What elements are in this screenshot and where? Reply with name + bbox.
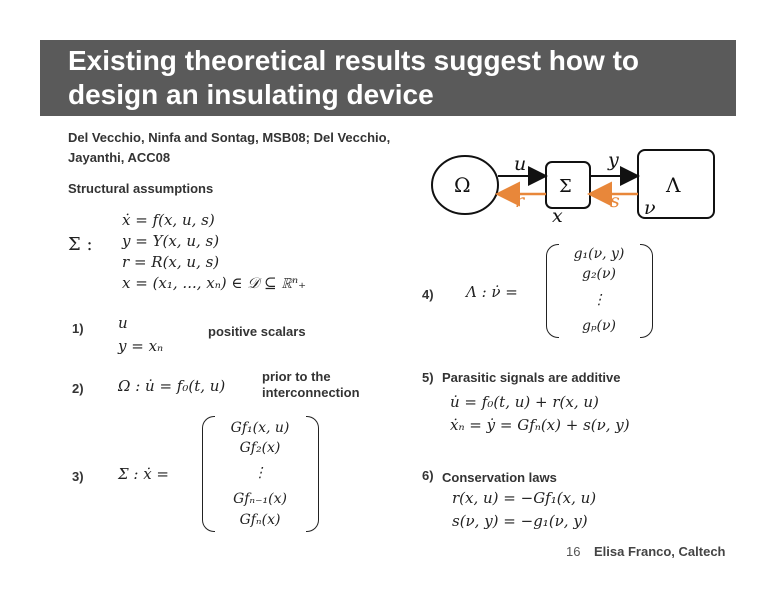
item-2-eq: Ω : u̇ = f₀(t, u) <box>118 377 226 395</box>
item-3-number: 3) <box>72 469 84 484</box>
citation: Del Vecchio, Ninfa and Sontag, MSB08; De… <box>68 130 391 165</box>
item-3-row-3: ⋮ <box>253 465 267 481</box>
item-3-lhs: Σ : ẋ = <box>118 465 169 483</box>
item-1-y: y = xₙ <box>118 337 164 355</box>
item-3-row-2: Gf₂(x) <box>239 440 281 456</box>
footer-author: Elisa Franco, Caltech <box>594 544 726 559</box>
item-2-number: 2) <box>72 381 84 396</box>
sigma-eq-2: y = Y(x, u, s) <box>122 232 220 250</box>
item-6-title: Conservation laws <box>442 470 557 485</box>
sigma-eq-3: r = R(x, u, s) <box>122 253 220 271</box>
item-5-number: 5) <box>422 370 434 385</box>
item-4-row-2: g₂(ν) <box>581 266 616 282</box>
item-4-row-4: gₚ(ν) <box>582 318 616 334</box>
item-2-note: prior to the interconnection <box>262 369 360 400</box>
r-label: r <box>515 190 526 212</box>
item-6-number: 6) <box>422 468 434 483</box>
item-4-lhs: Λ : ν̇ = <box>466 283 518 301</box>
item-3-right-paren <box>306 416 319 532</box>
item-3-row-4: Gfₙ₋₁(x) <box>233 491 287 507</box>
sigma-block <box>545 161 591 209</box>
y-label: y <box>607 149 619 171</box>
item-4-number: 4) <box>422 287 434 302</box>
item-3-row-1: Gf₁(x, u) <box>230 420 290 436</box>
item-6-eq-1: r(x, u) = −Gf₁(x, u) <box>452 489 597 507</box>
item-5-eq-2: ẋₙ = ẏ = Gfₙ(x) + s(ν, y) <box>450 416 630 434</box>
item-5-eq-1: u̇ = f₀(t, u) + r(x, u) <box>450 393 599 411</box>
x-label: x <box>552 205 563 227</box>
nu-label: ν <box>644 197 656 219</box>
item-1-note: positive scalars <box>208 324 306 339</box>
item-3-row-5: Gfₙ(x) <box>239 512 281 528</box>
lambda-block <box>637 149 715 219</box>
slide-title: Existing theoretical results suggest how… <box>68 45 639 110</box>
item-1-number: 1) <box>72 321 84 336</box>
sigma-symbol: Σ <box>559 176 572 197</box>
page-number: 16 <box>566 544 581 559</box>
item-4-row-1: g₁(ν, y) <box>573 246 625 262</box>
title-bar <box>40 40 736 116</box>
sigma-system-label: Σ : <box>68 234 93 255</box>
item-5-title: Parasitic signals are additive <box>442 370 621 385</box>
sigma-eq-4: x = (x₁, ..., xₙ) ∈ 𝒟 ⊆ ℝⁿ₊ <box>122 274 307 292</box>
structural-assumptions-heading: Structural assumptions <box>68 181 214 196</box>
omega-symbol: Ω <box>454 173 471 197</box>
item-4-row-3: ⋮ <box>592 292 606 308</box>
item-4-right-paren <box>640 244 653 338</box>
item-1-u: u <box>118 314 128 332</box>
s-label: s <box>610 190 620 212</box>
item-6-eq-2: s(ν, y) = −g₁(ν, y) <box>452 512 588 530</box>
sigma-eq-1: ẋ = f(x, u, s) <box>122 211 215 229</box>
lambda-symbol: Λ <box>665 173 681 197</box>
omega-block <box>431 155 499 215</box>
u-label: u <box>514 153 526 175</box>
